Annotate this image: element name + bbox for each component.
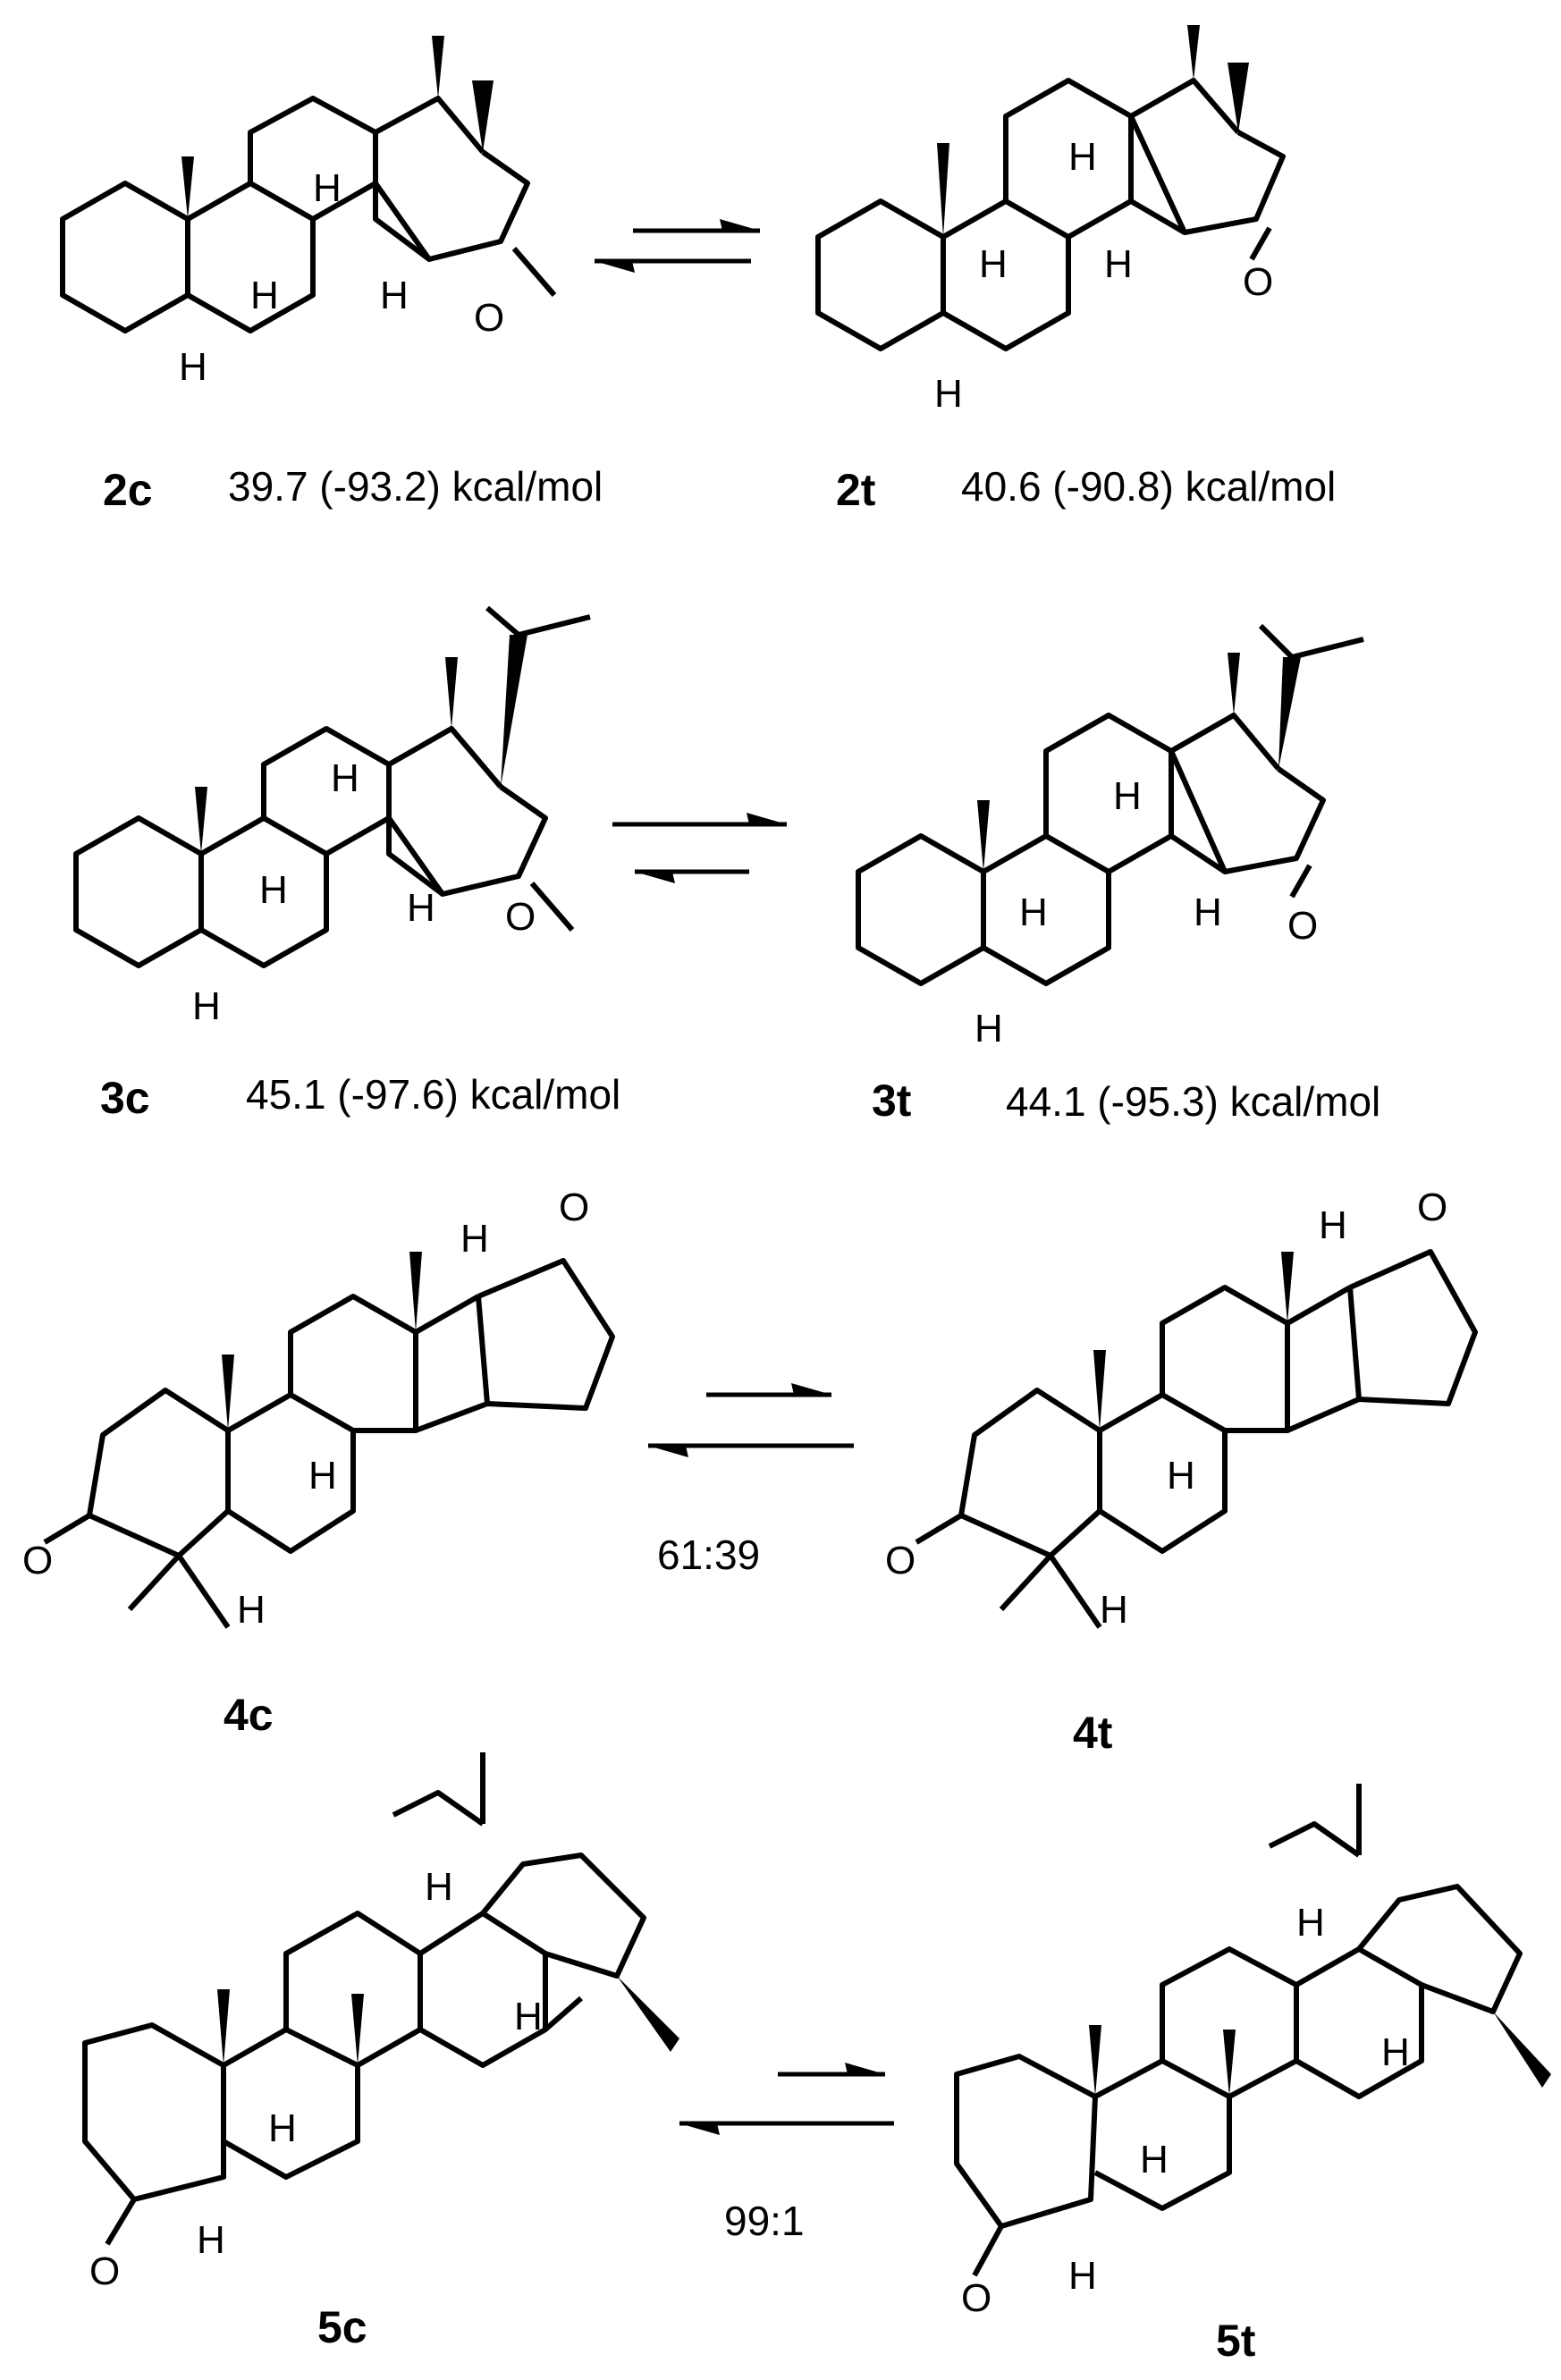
hydrogen-atom: H <box>250 274 279 317</box>
oxygen-atom: O <box>885 1539 916 1582</box>
hydrogen-atom: H <box>514 1995 543 2038</box>
substituents-3c <box>195 635 575 932</box>
hydrogen-atom: H <box>192 984 221 1028</box>
substituents-5t <box>1089 2012 1551 2097</box>
molecule-4c <box>43 1258 615 1629</box>
hydrogen-atom: H <box>975 1007 1003 1051</box>
substituents-4c <box>222 1252 422 1431</box>
hydrogen-atom: H <box>308 1454 337 1498</box>
hydrogen-atom: H <box>979 242 1008 286</box>
molecule-3t <box>856 623 1364 986</box>
hydrogen-atom: H <box>268 2106 297 2150</box>
hydrogen-atom: H <box>1113 774 1142 818</box>
oxygen-atom: O <box>89 2249 120 2293</box>
compound-label-5t: 5t <box>1216 2316 1256 2366</box>
compound-label-2c: 2c <box>103 465 153 515</box>
hydrogen-atom: H <box>1194 890 1222 934</box>
compound-label-3c: 3c <box>100 1073 150 1123</box>
hydrogen-atom: H <box>1319 1203 1347 1247</box>
molecule-3c <box>73 605 591 968</box>
oxygen-atom: O <box>1243 260 1273 304</box>
hydrogen-atom: H <box>934 372 963 416</box>
hydrogen-atom: H <box>425 1865 453 1909</box>
molecule-2c <box>60 96 530 333</box>
molecule-5c <box>82 1752 646 2246</box>
energy-2t: 40.6 (-90.8) kcal/mol <box>961 463 1336 510</box>
oxygen-atom: O <box>1417 1186 1447 1229</box>
hydrogen-atom: H <box>259 868 288 912</box>
compound-label-5c: 5c <box>317 2302 367 2352</box>
equilibrium-arrow <box>595 219 760 273</box>
molecule-2t <box>815 78 1286 351</box>
equilibrium-arrow <box>612 813 787 883</box>
hydrogen-atom: H <box>179 345 207 389</box>
substituents-2t <box>937 25 1272 261</box>
oxygen-atom: O <box>474 296 504 340</box>
hydrogen-atom: H <box>380 274 409 317</box>
oxygen-atom: O <box>559 1186 589 1229</box>
energy-3t: 44.1 (-95.3) kcal/mol <box>1006 1078 1380 1125</box>
substituents-2c <box>181 36 557 297</box>
hydrogen-atom: H <box>1068 135 1097 179</box>
hydrogen-atom: H <box>1100 1588 1128 1632</box>
equilibrium-arrow <box>679 2063 894 2135</box>
substituents-5c <box>217 1976 679 2065</box>
hydrogen-atom: H <box>1140 2138 1169 2182</box>
molecule-5t <box>954 1784 1523 2277</box>
compound-label-2t: 2t <box>836 465 876 515</box>
substituents-3t <box>977 653 1312 899</box>
oxygen-atom: O <box>505 895 536 939</box>
hydrogen-atom: H <box>237 1588 266 1632</box>
equilibrium-ratio: 99:1 <box>724 2198 805 2244</box>
hydrogen-atom: H <box>1296 1901 1325 1945</box>
compound-label-3t: 3t <box>872 1076 912 1126</box>
compound-label-4t: 4t <box>1073 1708 1113 1758</box>
hydrogen-atom: H <box>1104 242 1133 286</box>
hydrogen-atom: H <box>1167 1454 1195 1498</box>
hydrogen-atom: H <box>331 756 359 800</box>
equilibrium-arrow <box>648 1383 854 1457</box>
hydrogen-atom: H <box>460 1217 489 1261</box>
oxygen-atom: O <box>22 1539 53 1582</box>
oxygen-atom: O <box>961 2276 991 2320</box>
hydrogen-atom: H <box>1019 890 1048 934</box>
energy-2c: 39.7 (-93.2) kcal/mol <box>228 463 603 510</box>
hydrogen-atom: H <box>197 2218 225 2262</box>
hydrogen-atom: H <box>313 166 342 210</box>
molecule-4t <box>915 1249 1478 1629</box>
hydrogen-atom: H <box>1068 2254 1097 2298</box>
equilibrium-ratio: 61:39 <box>657 1532 760 1578</box>
hydrogen-atom: H <box>407 886 435 930</box>
energy-3c: 45.1 (-97.6) kcal/mol <box>246 1071 620 1118</box>
oxygen-atom: O <box>1287 904 1318 948</box>
substituents-4t <box>1093 1252 1294 1431</box>
hydrogen-atom: H <box>1381 2030 1410 2074</box>
compound-label-4c: 4c <box>224 1690 274 1740</box>
